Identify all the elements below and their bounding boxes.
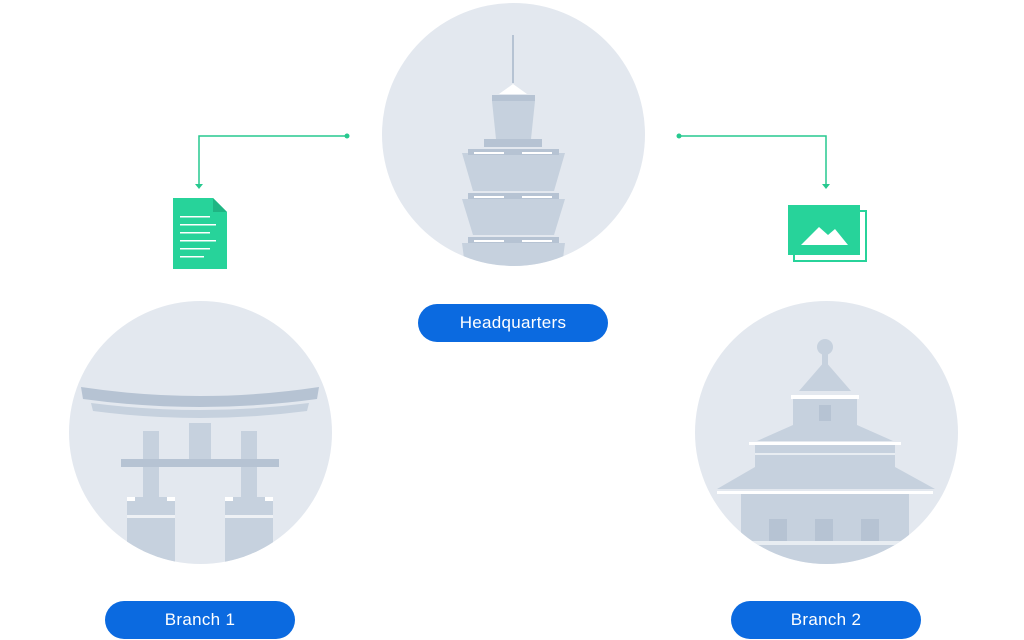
headquarters-label[interactable]: Headquarters	[418, 304, 608, 342]
connector-hq-to-branch-2	[676, 133, 830, 189]
image-icon	[788, 205, 867, 262]
temple-of-heaven-icon	[717, 339, 935, 564]
branch-2-illustration	[695, 301, 958, 564]
branch-2-label[interactable]: Branch 2	[731, 601, 921, 639]
document-icon	[173, 198, 227, 269]
connector-hq-to-branch-1	[195, 133, 350, 189]
torii-gate-icon	[81, 387, 319, 564]
branch-1-label[interactable]: Branch 1	[105, 601, 295, 639]
branch-1-illustration	[69, 301, 332, 564]
pagoda-tower-icon	[462, 35, 565, 266]
headquarters-illustration	[382, 3, 645, 266]
